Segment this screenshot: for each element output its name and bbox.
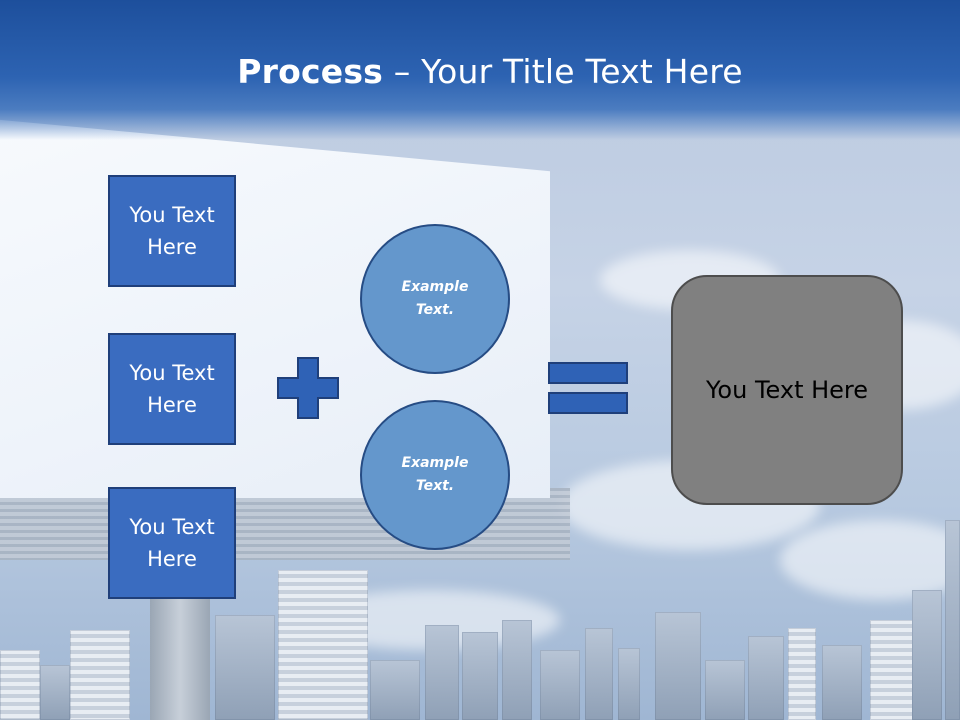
result-box[interactable]: You Text Here bbox=[671, 275, 903, 505]
cloud bbox=[780, 520, 960, 600]
example-circle-2[interactable]: Example Text. bbox=[360, 400, 510, 550]
plus-icon bbox=[277, 357, 339, 419]
input-box-3[interactable]: You Text Here bbox=[108, 487, 236, 599]
title-bold: Process bbox=[237, 52, 384, 91]
input-box-2[interactable]: You Text Here bbox=[108, 333, 236, 445]
slide-title: Process – Your Title Text Here bbox=[0, 52, 960, 91]
header-band bbox=[0, 0, 960, 140]
title-rest: – Your Title Text Here bbox=[383, 52, 743, 91]
input-box-1[interactable]: You Text Here bbox=[108, 175, 236, 287]
example-circle-1[interactable]: Example Text. bbox=[360, 224, 510, 374]
equals-icon bbox=[548, 362, 628, 414]
